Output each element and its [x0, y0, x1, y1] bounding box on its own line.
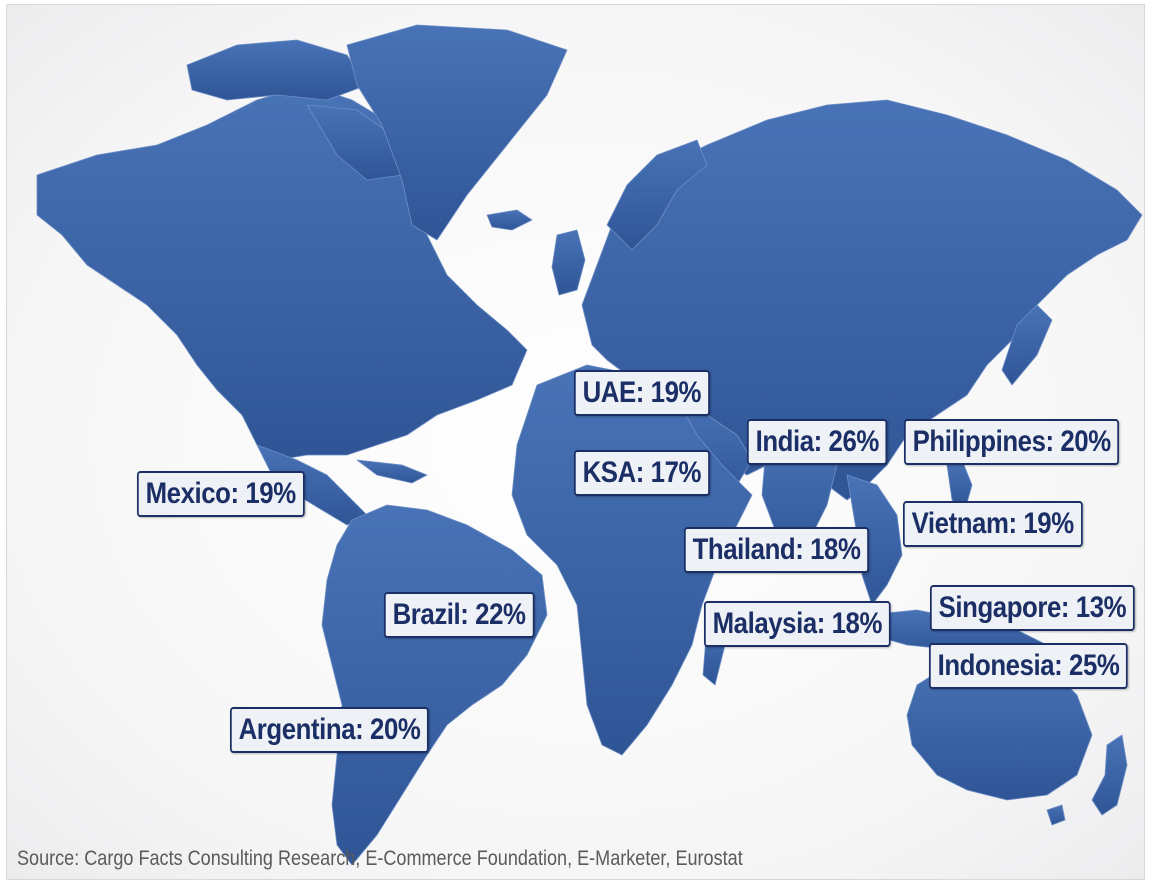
label-malaysia: Malaysia: 18%	[704, 601, 891, 647]
caribbean-landmass	[356, 459, 428, 484]
tasmania-landmass	[1046, 804, 1066, 826]
arctic-islands-landmass	[186, 39, 368, 101]
new-zealand-landmass	[1091, 734, 1128, 816]
south-america-landmass	[321, 504, 548, 866]
label-ksa: KSA: 17%	[574, 450, 710, 496]
source-citation: Source: Cargo Facts Consulting Research,…	[17, 847, 743, 870]
japan-landmass	[1001, 304, 1053, 386]
label-brazil: Brazil: 22%	[384, 592, 535, 638]
label-indonesia: Indonesia: 25%	[929, 643, 1129, 689]
greenland-landmass	[346, 24, 568, 241]
label-philippines: Philippines: 20%	[904, 419, 1120, 465]
label-argentina: Argentina: 20%	[230, 707, 429, 753]
label-mexico: Mexico: 19%	[137, 471, 305, 517]
label-uae: UAE: 19%	[574, 370, 710, 416]
label-thailand: Thailand: 18%	[684, 527, 870, 573]
label-singapore: Singapore: 13%	[930, 585, 1135, 631]
label-vietnam: Vietnam: 19%	[903, 501, 1083, 547]
iceland-landmass	[486, 209, 533, 231]
world-map-frame: UAE: 19% KSA: 17% India: 26% Philippines…	[6, 4, 1145, 880]
label-india: India: 26%	[747, 419, 888, 465]
scandinavia-landmass	[606, 139, 708, 251]
uk-landmass	[551, 229, 586, 296]
